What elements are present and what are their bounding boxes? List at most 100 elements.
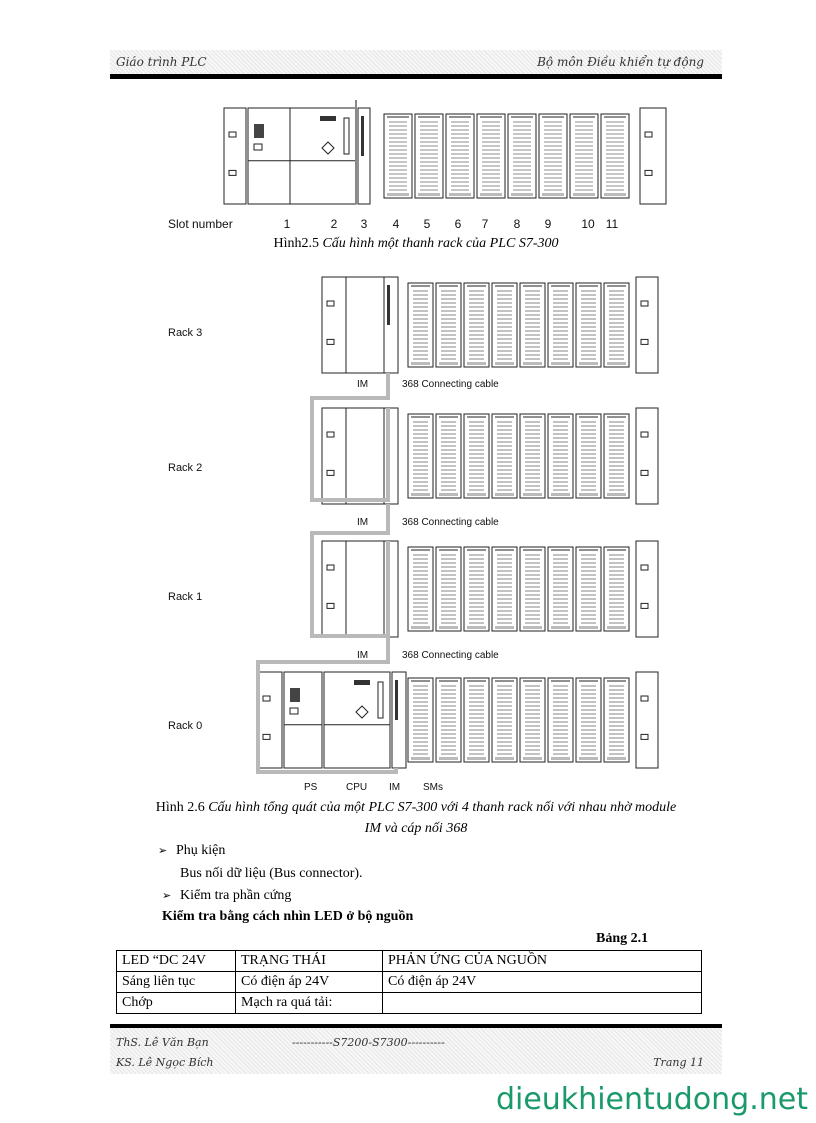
arrow-bullet-icon: ➢: [162, 889, 172, 902]
bullet-hardware-check: ➢Kiểm tra phần cứng: [162, 888, 292, 903]
slot-number: 4: [393, 217, 400, 231]
ps-label: PS: [304, 782, 318, 793]
table-cell: Mạch ra quá tải:: [235, 992, 383, 1014]
header-left-text: Giáo trình PLC: [116, 55, 207, 69]
figure-2-5-caption: Hình2.5 Cấu hình một thanh rack của PLC …: [273, 236, 559, 251]
signal-module: [575, 677, 602, 763]
arrow-bullet-icon: ➢: [158, 844, 168, 857]
table-header-row: LED “DC 24V TRẠNG THÁI PHẢN ỨNG CỦA NGUỒ…: [116, 950, 702, 972]
table-label: Bảng 2.1: [596, 931, 649, 946]
end-cap: [635, 540, 659, 638]
table-cell: Có điện áp 24V: [382, 971, 702, 993]
slot-number: 8: [514, 217, 521, 231]
end-cap: [635, 407, 659, 505]
table-cell: [382, 992, 702, 1014]
table-row: Chớp Mạch ra quá tải:: [116, 992, 702, 1014]
cpu-module: [289, 107, 357, 205]
sms-label: SMs: [423, 782, 443, 793]
signal-module: [435, 413, 462, 499]
signal-module: [491, 282, 518, 368]
signal-module: [575, 413, 602, 499]
signal-module: [407, 677, 434, 763]
signal-module: [519, 677, 546, 763]
slot-number: 5: [424, 217, 431, 231]
cpu-module: [323, 671, 391, 769]
footer-band: [110, 1028, 722, 1074]
footer-author-1: ThS. Lê Văn Bạn: [116, 1036, 209, 1049]
power-supply-module: [283, 671, 323, 769]
signal-module: [383, 113, 413, 199]
power-supply-module: [247, 107, 291, 205]
signal-module: [519, 413, 546, 499]
interface-module: [383, 276, 399, 374]
signal-module: [407, 546, 434, 632]
im-housing: [345, 407, 387, 505]
im-label-rack1: IM: [357, 650, 368, 661]
im-housing: [345, 276, 387, 374]
slot-number: 7: [482, 217, 489, 231]
table-header-cell: PHẢN ỨNG CỦA NGUỒN: [382, 950, 702, 972]
figure-multi-rack: Rack 3 Rack 2 Rack 1 Rack 0 IM 368 Conne…: [168, 276, 659, 793]
signal-module: [435, 282, 462, 368]
table-cell: Có điện áp 24V: [235, 971, 383, 993]
watermark: dieukhientudong.net: [495, 1082, 808, 1117]
signal-module: [463, 413, 490, 499]
rack-0-label: Rack 0: [168, 720, 202, 732]
connecting-cable: [310, 373, 390, 502]
signal-module: [463, 677, 490, 763]
footer-author-2: KS. Lê Ngọc Bích: [116, 1056, 214, 1069]
table-cell: Chớp: [116, 992, 236, 1014]
signal-module: [476, 113, 506, 199]
im-label-rack0: IM: [389, 782, 400, 793]
slot-number: 10: [581, 217, 595, 231]
signal-module: [547, 546, 574, 632]
cable-label-rack1: 368 Connecting cable: [402, 650, 499, 661]
signal-module: [603, 546, 630, 632]
led-status-table: LED “DC 24V TRẠNG THÁI PHẢN ỨNG CỦA NGUỒ…: [116, 950, 702, 1014]
signal-module: [491, 413, 518, 499]
end-cap: [639, 107, 667, 205]
rack-3-label: Rack 3: [168, 327, 202, 339]
footer-middle: -----------S7200-S7300----------: [292, 1036, 445, 1049]
signal-module: [435, 677, 462, 763]
cpu-label: CPU: [346, 782, 367, 793]
signal-module: [538, 113, 568, 199]
signal-module: [507, 113, 537, 199]
footer-rule: [110, 1024, 722, 1028]
im-label-rack2: IM: [357, 517, 368, 528]
table-header-cell: LED “DC 24V: [116, 950, 236, 972]
signal-module: [414, 113, 444, 199]
signal-module: [445, 113, 475, 199]
signal-module: [407, 282, 434, 368]
end-cap: [635, 276, 659, 374]
signal-module: [547, 282, 574, 368]
im-housing: [345, 540, 387, 638]
end-cap: [635, 671, 659, 769]
signal-module: [575, 282, 602, 368]
signal-module: [491, 546, 518, 632]
connecting-cable: [256, 637, 398, 774]
signal-module: [600, 113, 630, 199]
end-cap: [321, 407, 347, 505]
signal-module: [547, 677, 574, 763]
bullet-accessories: ➢Phụ kiện: [158, 843, 226, 858]
end-cap: [257, 671, 283, 769]
signal-module: [435, 546, 462, 632]
signal-module: [603, 677, 630, 763]
slot-number: 6: [455, 217, 462, 231]
end-cap: [223, 107, 247, 205]
signal-module: [491, 677, 518, 763]
signal-module: [463, 282, 490, 368]
header-rule: [110, 74, 722, 79]
slot-number-label: Slot number: [168, 217, 233, 231]
signal-module: [603, 413, 630, 499]
end-cap: [321, 540, 347, 638]
led-check-heading: Kiểm tra bằng cách nhìn LED ở bộ nguồn: [162, 909, 414, 924]
slot-number: 3: [361, 217, 368, 231]
signal-module: [519, 546, 546, 632]
interface-module: [391, 671, 407, 769]
slot-number: 1: [284, 217, 291, 231]
signal-module: [569, 113, 599, 199]
